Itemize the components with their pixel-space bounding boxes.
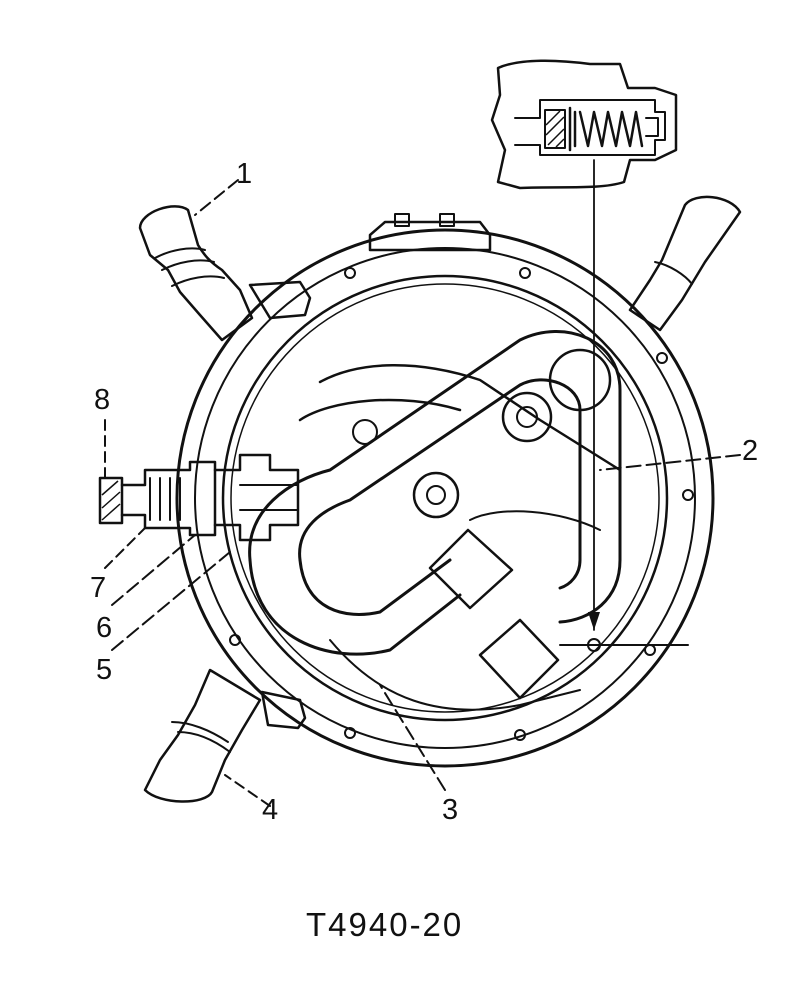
bleed-screw-hatch [101, 480, 121, 521]
rim-bolt-holes [229, 267, 694, 741]
separator-element [248, 330, 622, 656]
callout-6: 6 [96, 612, 113, 644]
inset-seal-hatch [545, 110, 565, 148]
right-outlet-connection [628, 195, 742, 332]
callout-4: 4 [262, 794, 279, 826]
leader-lines [104, 179, 741, 807]
callout-1: 1 [236, 158, 253, 190]
filter-housing [175, 213, 715, 768]
callout-2: 2 [742, 435, 759, 467]
callout-8: 8 [94, 384, 111, 416]
inset-valve-detail [490, 59, 678, 631]
callout-3: 3 [442, 794, 459, 826]
figure-id: T4940-20 [306, 906, 464, 943]
inlet-connection-1 [138, 205, 254, 342]
bleed-screw-assembly [98, 453, 300, 542]
inset-spring [578, 110, 644, 148]
internal-parts [329, 348, 689, 711]
callout-7: 7 [90, 572, 107, 604]
callout-5: 5 [96, 654, 113, 686]
outlet-connection-4 [143, 668, 262, 803]
